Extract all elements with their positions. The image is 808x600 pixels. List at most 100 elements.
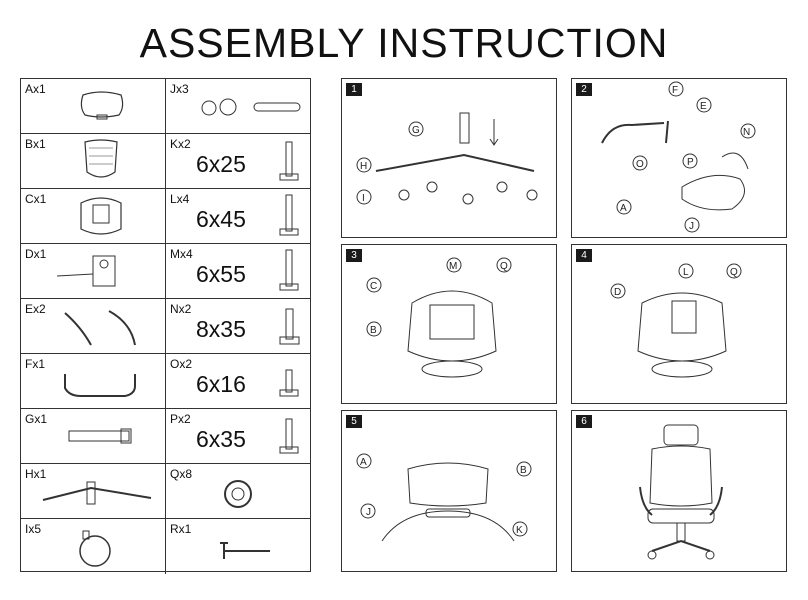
part-label: Px2 xyxy=(170,412,191,426)
step-5-panel: 5 A B J K xyxy=(341,410,557,572)
part-label: Jx3 xyxy=(170,82,189,96)
part-label: Fx1 xyxy=(25,357,46,371)
bolt-size: 6x55 xyxy=(196,261,246,287)
callout-letter: G xyxy=(412,125,420,136)
headrest-part-icon xyxy=(80,91,124,120)
bolt-size: 6x16 xyxy=(196,371,246,397)
callout-letter: M xyxy=(449,261,457,272)
caster-icon xyxy=(79,530,111,567)
step-2-panel: 2 F E N O P A J xyxy=(571,78,787,238)
part-label: Ex2 xyxy=(25,302,46,316)
part-label: Ax1 xyxy=(25,82,46,96)
part-cell-a: Ax1 xyxy=(21,79,166,134)
step-4-diagram: L Q D xyxy=(610,263,742,378)
callout-letter: A xyxy=(360,457,367,468)
part-label: Dx1 xyxy=(25,247,47,261)
callout-letter: Q xyxy=(500,261,508,272)
part-label: Cx1 xyxy=(25,192,47,206)
part-cell-k: Kx2 6x25 xyxy=(166,134,311,189)
callout-letter: K xyxy=(516,525,523,536)
part-label: Ix5 xyxy=(25,522,42,536)
step-number: 2 xyxy=(576,83,592,96)
cap-part-icon xyxy=(201,98,301,116)
callout-letter: F xyxy=(672,85,678,96)
bolt-icon xyxy=(279,369,299,397)
step-3-panel: 3 M Q C B xyxy=(341,244,557,404)
part-cell-i: Ix5 xyxy=(21,519,166,574)
part-cell-c: Cx1 xyxy=(21,189,166,244)
mechanism-part-icon xyxy=(56,255,116,287)
backrest-part-icon xyxy=(84,139,118,178)
callout-letter: N xyxy=(743,127,750,138)
part-cell-g: Gx1 xyxy=(21,409,166,464)
step-6-panel: 6 xyxy=(571,410,787,572)
armrest-part-icon xyxy=(64,310,136,346)
callout-letter: B xyxy=(370,325,377,336)
part-cell-e: Ex2 xyxy=(21,299,166,354)
callout-letter: D xyxy=(614,287,621,298)
part-label: Qx8 xyxy=(170,467,193,481)
part-label: Bx1 xyxy=(25,137,46,151)
step-number: 3 xyxy=(346,249,362,262)
allen-key-icon xyxy=(220,542,270,559)
part-label: Nx2 xyxy=(170,302,192,316)
bolt-size: 6x45 xyxy=(196,206,246,232)
part-label: Rx1 xyxy=(170,522,192,536)
step-2-diagram: F E N O P A J xyxy=(601,81,756,233)
bolt-icon xyxy=(279,418,299,454)
callout-letter: P xyxy=(687,157,694,168)
chair-assembled-diagram xyxy=(639,424,723,560)
part-cell-h: Hx1 xyxy=(21,464,166,519)
callout-letter: H xyxy=(360,161,367,172)
callout-letter: E xyxy=(700,101,707,112)
page-title: ASSEMBLY INSTRUCTION xyxy=(139,20,669,66)
part-cell-p: Px2 6x35 xyxy=(166,409,311,464)
step-5-diagram: A B J K xyxy=(356,453,532,542)
callout-letter: B xyxy=(520,465,527,476)
part-cell-q: Qx8 xyxy=(166,464,311,519)
headrest-bracket-icon xyxy=(64,374,136,397)
bolt-icon xyxy=(279,249,299,291)
part-cell-l: Lx4 6x45 xyxy=(166,189,311,244)
callout-letter: I xyxy=(362,193,365,204)
bolt-icon xyxy=(279,308,300,345)
callout-letter: Q xyxy=(730,267,738,278)
bolt-size: 6x35 xyxy=(196,426,246,452)
part-label: Gx1 xyxy=(25,412,48,426)
step-3-diagram: M Q C B xyxy=(366,257,512,378)
step-1-diagram: G H I xyxy=(356,112,538,205)
callout-letter: J xyxy=(366,507,371,518)
step-number: 1 xyxy=(346,83,362,96)
washer-icon xyxy=(224,480,252,508)
part-cell-r: Rx1 xyxy=(166,519,311,574)
callout-letter: J xyxy=(689,221,694,232)
part-label: Mx4 xyxy=(170,247,193,261)
part-cell-j: Jx3 xyxy=(166,79,311,134)
parts-list: Ax1 Jx3 Bx1 Kx2 6x25 Cx1 xyxy=(20,78,311,574)
step-number: 5 xyxy=(346,415,362,428)
step-1-panel: 1 G H I xyxy=(341,78,557,238)
seat-part-icon xyxy=(80,197,122,235)
part-cell-b: Bx1 xyxy=(21,134,166,189)
bolt-icon xyxy=(279,194,299,236)
part-cell-d: Dx1 xyxy=(21,244,166,299)
part-cell-n: Nx2 8x35 xyxy=(166,299,311,354)
part-label: Kx2 xyxy=(170,137,191,151)
part-label: Hx1 xyxy=(25,467,47,481)
base-part-icon xyxy=(42,481,152,505)
bolt-size: 6x25 xyxy=(196,151,246,177)
step-number: 6 xyxy=(576,415,592,428)
callout-letter: O xyxy=(636,159,644,170)
step-4-panel: 4 L Q D xyxy=(571,244,787,404)
callout-letter: A xyxy=(620,203,627,214)
callout-letter: L xyxy=(683,267,689,278)
part-label: Lx4 xyxy=(170,192,190,206)
callout-letter: C xyxy=(370,281,377,292)
part-cell-f: Fx1 xyxy=(21,354,166,409)
gas-lift-icon xyxy=(68,428,132,444)
step-number: 4 xyxy=(576,249,592,262)
part-label: Ox2 xyxy=(170,357,193,371)
bolt-icon xyxy=(279,141,299,181)
bolt-size: 8x35 xyxy=(196,316,246,342)
part-cell-o: Ox2 6x16 xyxy=(166,354,311,409)
